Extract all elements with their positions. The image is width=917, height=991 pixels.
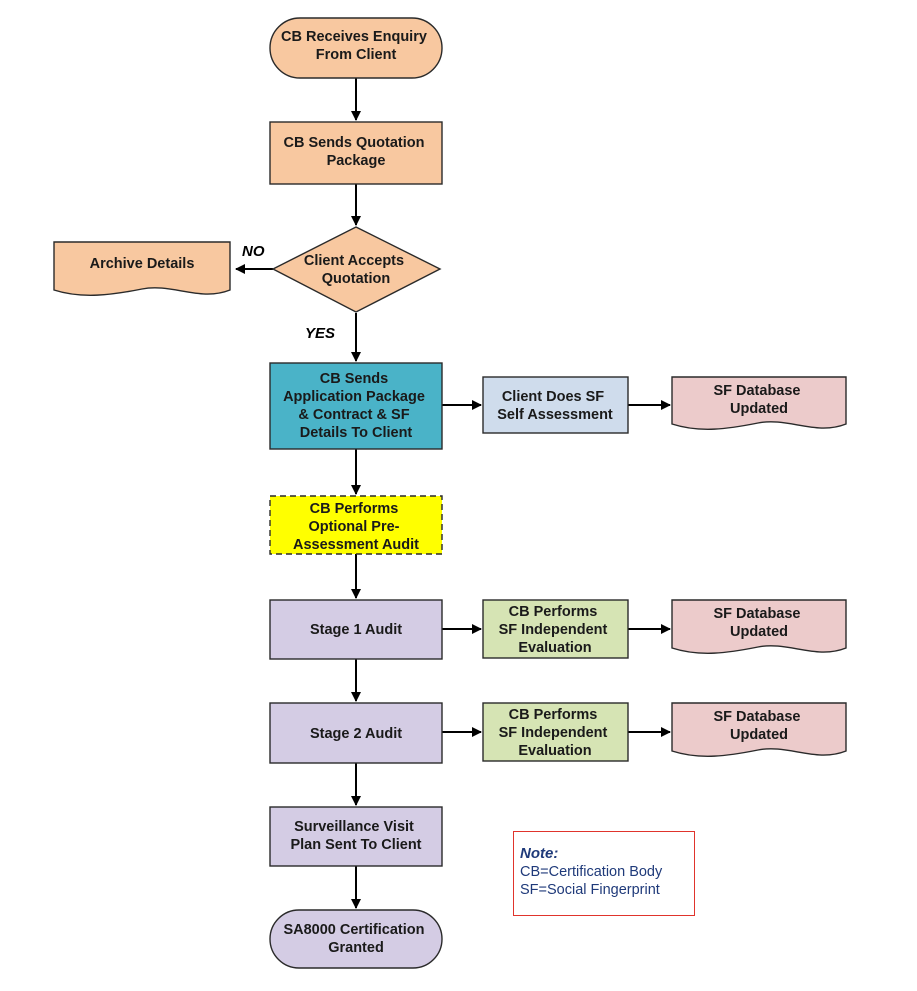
note-line-sf: SF=Social Fingerprint <box>520 882 660 898</box>
process-quotation-package <box>269 121 443 185</box>
document-archive <box>53 241 231 296</box>
label-pre-assessment: CB Performs Optional Pre- Assessment Aud… <box>293 501 419 553</box>
document-db1 <box>671 376 847 430</box>
label-stage2: Stage 2 Audit <box>310 726 402 742</box>
process-eval2 <box>482 702 629 762</box>
label-self-assessment: Client Does SF Self Assessment <box>497 389 613 423</box>
label-stage1: Stage 1 Audit <box>310 622 402 638</box>
legend-note: Note: CB=Certification Body SF=Social Fi… <box>513 831 695 916</box>
terminal-enquiry <box>269 17 443 79</box>
label-client-accepts: Client Accepts Quotation <box>304 253 408 287</box>
label-archive: Archive Details <box>90 256 195 272</box>
process-application-package <box>269 362 443 450</box>
process-eval1 <box>482 599 629 659</box>
process-stage2 <box>269 702 443 764</box>
document-db3 <box>671 702 847 757</box>
note-title: Note: <box>520 845 559 862</box>
label-granted: SA8000 Certification Granted <box>283 922 428 956</box>
process-stage1 <box>269 599 443 660</box>
edge-label-no: NO <box>242 243 265 260</box>
label-application-package: CB Sends Application Package & Contract … <box>283 371 429 441</box>
connectors <box>235 78 671 909</box>
note-line-cb: CB=Certification Body <box>520 864 663 880</box>
process-pre-assessment <box>269 495 443 555</box>
label-db1: SF Database Updated <box>713 383 804 417</box>
label-quotation-package: CB Sends Quotation Package <box>283 135 428 169</box>
terminal-granted <box>269 909 443 969</box>
label-db3: SF Database Updated <box>713 709 804 743</box>
document-db2 <box>671 599 847 654</box>
edge-label-yes: YES <box>305 325 335 342</box>
label-enquiry: CB Receives Enquiry From Client <box>281 29 431 63</box>
process-surveillance <box>269 806 443 867</box>
label-eval1: CB Performs SF Independent Evaluation <box>499 604 612 656</box>
label-db2: SF Database Updated <box>713 606 804 640</box>
decision-client-accepts <box>271 226 442 313</box>
label-eval2: CB Performs SF Independent Evaluation <box>499 707 612 759</box>
process-self-assessment <box>482 376 629 434</box>
label-surveillance: Surveillance Visit Plan Sent To Client <box>290 819 421 853</box>
